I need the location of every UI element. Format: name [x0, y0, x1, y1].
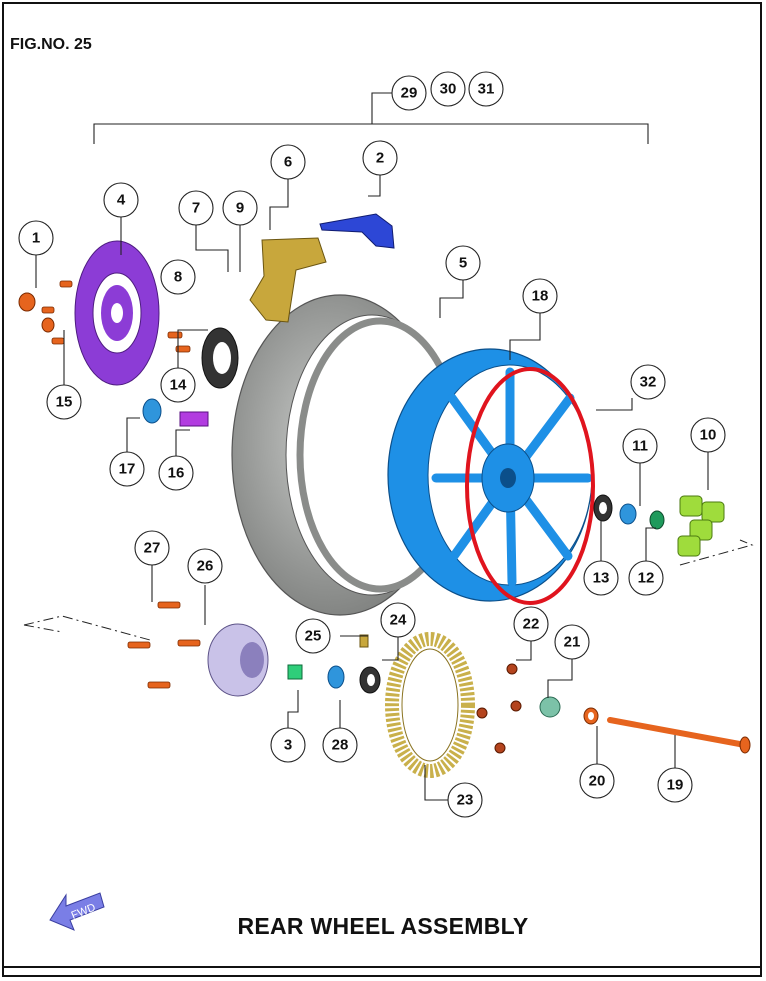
callout-24: 24 — [380, 602, 416, 638]
svg-text:14: 14 — [170, 377, 187, 394]
page-title: REAR WHEEL ASSEMBLY — [237, 913, 529, 939]
caliper-bracket — [249, 237, 327, 323]
callout-6: 6 — [270, 144, 306, 180]
callout-7: 7 — [178, 190, 214, 226]
svg-text:16: 16 — [168, 465, 185, 482]
callout-20: 20 — [579, 763, 615, 799]
callout-8: 8 — [160, 259, 196, 295]
axle — [607, 717, 751, 754]
spacer — [287, 664, 303, 680]
svg-text:9: 9 — [236, 200, 244, 217]
svg-text:29: 29 — [401, 85, 418, 102]
collar-right — [539, 696, 561, 718]
callout-27: 27 — [134, 530, 170, 566]
svg-text:7: 7 — [192, 200, 200, 217]
svg-text:13: 13 — [593, 570, 610, 587]
svg-text:12: 12 — [638, 570, 655, 587]
hub-dampers — [677, 495, 725, 557]
callout-2: 2 — [362, 140, 398, 176]
svg-text:24: 24 — [390, 612, 407, 629]
figure-label: FIG.NO. 25 — [10, 36, 92, 53]
svg-text:8: 8 — [174, 269, 182, 286]
callout-22: 22 — [513, 606, 549, 642]
callout-1: 1 — [18, 220, 54, 256]
svg-text:11: 11 — [632, 438, 648, 455]
svg-text:3: 3 — [284, 737, 292, 754]
svg-text:26: 26 — [197, 558, 214, 575]
callout-30: 30 — [430, 71, 466, 107]
svg-text:21: 21 — [564, 634, 581, 651]
svg-text:28: 28 — [332, 737, 349, 754]
svg-text:23: 23 — [457, 792, 474, 809]
svg-text:32: 32 — [640, 374, 657, 391]
svg-text:19: 19 — [667, 777, 684, 794]
assembly-bracket — [93, 92, 649, 144]
callout-18: 18 — [522, 278, 558, 314]
svg-text:20: 20 — [589, 773, 606, 790]
sprocket — [385, 632, 475, 778]
svg-text:30: 30 — [440, 81, 457, 98]
svg-text:5: 5 — [459, 255, 467, 272]
svg-text:25: 25 — [305, 628, 322, 645]
svg-text:6: 6 — [284, 154, 292, 171]
svg-text:1: 1 — [32, 230, 40, 247]
axis-line-right — [679, 539, 754, 566]
callout-21: 21 — [554, 624, 590, 660]
callout-13: 13 — [583, 560, 619, 596]
callout-10: 10 — [690, 417, 726, 453]
svg-text:22: 22 — [523, 616, 540, 633]
bottom-rule — [2, 966, 762, 968]
collar — [179, 411, 209, 427]
callout-14: 14 — [160, 367, 196, 403]
hub-bolts — [127, 601, 201, 689]
brake-disc — [74, 240, 160, 386]
disc-bolts — [41, 280, 191, 353]
callout-15: 15 — [46, 384, 82, 420]
callout-11: 11 — [622, 428, 658, 464]
callout-5: 5 — [445, 245, 481, 281]
callout-31: 31 — [468, 71, 504, 107]
bearing-right — [619, 503, 637, 525]
svg-text:31: 31 — [478, 81, 495, 98]
callout-29: 29 — [391, 75, 427, 111]
axis-line-left — [23, 615, 151, 641]
callout-25: 25 — [295, 618, 331, 654]
svg-text:2: 2 — [376, 150, 384, 167]
callout-26: 26 — [187, 548, 223, 584]
sprocket-hub — [207, 623, 269, 697]
callout-4: 4 — [103, 182, 139, 218]
caliper-guard — [319, 213, 395, 249]
svg-text:18: 18 — [532, 288, 549, 305]
callout-9: 9 — [222, 190, 258, 226]
callout-28: 28 — [322, 727, 358, 763]
bearing-hub — [327, 665, 345, 689]
highlight-ring — [465, 367, 595, 605]
bearing-left — [142, 398, 162, 424]
grease-nipple — [359, 634, 369, 648]
svg-text:4: 4 — [117, 192, 126, 209]
callout-16: 16 — [158, 455, 194, 491]
svg-text:27: 27 — [144, 540, 161, 557]
o-ring — [649, 510, 665, 530]
rim — [387, 348, 593, 602]
callout-12: 12 — [628, 560, 664, 596]
callout-19: 19 — [657, 767, 693, 803]
callout-23: 23 — [447, 782, 483, 818]
washer — [41, 317, 55, 333]
cap-nut — [18, 292, 36, 312]
callout-32: 32 — [630, 364, 666, 400]
svg-text:10: 10 — [700, 427, 717, 444]
svg-text:17: 17 — [119, 461, 136, 478]
sprocket-nuts — [476, 663, 522, 754]
callout-3: 3 — [270, 727, 306, 763]
callout-17: 17 — [109, 451, 145, 487]
svg-text:15: 15 — [56, 394, 73, 411]
